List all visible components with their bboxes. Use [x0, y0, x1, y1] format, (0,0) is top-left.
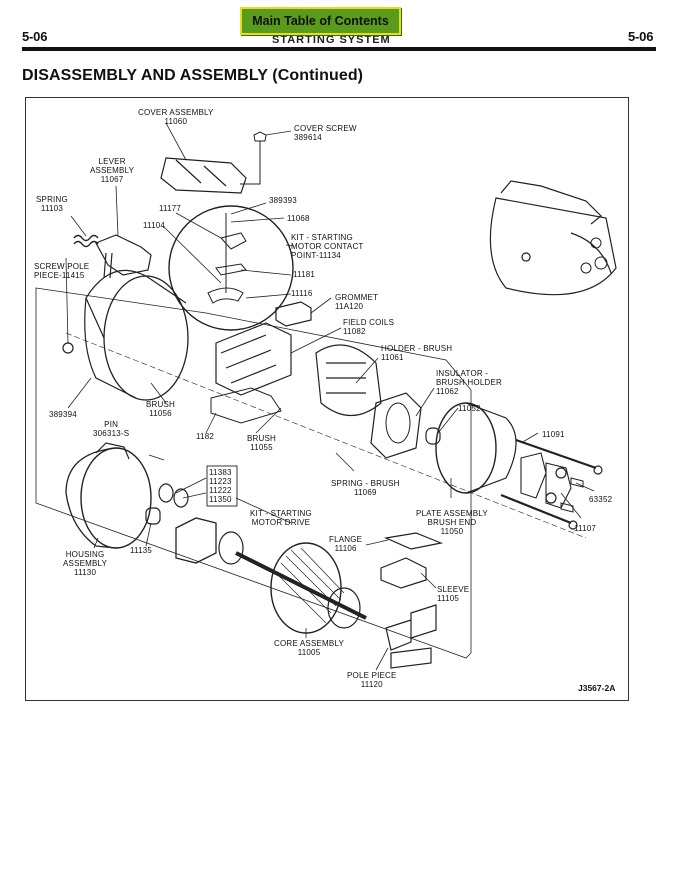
main-table-of-contents-button[interactable]: Main Table of Contents — [240, 7, 401, 35]
cover-screw-part — [240, 131, 267, 185]
exploded-view-diagram: COVER ASSEMBLY 11060 COVER SCREW 389614 … — [25, 97, 629, 701]
label-cover-screw: COVER SCREW 389614 — [294, 124, 357, 142]
assembly-outline — [35, 287, 472, 659]
frame-cylinder-part — [103, 275, 189, 401]
label-11135: 11135 — [130, 546, 153, 555]
label-11052: 11052 — [458, 404, 481, 413]
label-63352: 63352 — [589, 495, 613, 504]
label-holder-brush: HOLDER - BRUSH 11061 — [381, 344, 453, 362]
field-coils-part — [215, 322, 292, 396]
through-bolt — [515, 438, 597, 470]
label-drive-parts: 11383 11223 11222 11350 — [209, 468, 232, 504]
label-389393: 389393 — [269, 196, 297, 205]
label-lever-assembly: LEVER ASSEMBLY 11067 — [90, 157, 135, 184]
label-1182: 1182 — [196, 432, 215, 441]
label-flange: FLANGE 11106 — [329, 535, 363, 553]
label-11091: 11091 — [542, 430, 565, 439]
label-kit-motor-drive: KIT - STARTING MOTOR DRIVE — [250, 509, 312, 527]
contact-kit-circle — [168, 205, 294, 331]
page-number-left: 5-06 — [22, 29, 48, 44]
label-11068: 11068 — [287, 214, 310, 223]
label-insulator-brush-holder: INSULATOR - BRUSH HOLDER 11062 — [436, 369, 502, 396]
label-brush-11055: BRUSH 11055 — [247, 434, 277, 452]
armature-shaft — [235, 551, 367, 620]
figure-id: J3567-2A — [578, 683, 616, 693]
label-screw-pole-piece: SCREW POLE PIECE-11415 — [34, 262, 90, 280]
section-title: DISASSEMBLY AND ASSEMBLY (Continued) — [22, 67, 364, 84]
assembled-starter-illustration — [489, 180, 617, 296]
label-11181: 11181 — [293, 270, 316, 279]
through-bolt — [500, 493, 572, 525]
lever-assembly-part — [95, 234, 152, 279]
brush-holder-part — [315, 344, 382, 416]
screw-pole-piece-part — [62, 342, 74, 354]
label-sleeve: SLEEVE 11105 — [437, 585, 470, 603]
plate-assembly-part — [435, 402, 497, 494]
header-rule — [22, 47, 656, 51]
label-field-coils: FIELD COILS 11082 — [343, 318, 395, 336]
grommet-part — [275, 301, 312, 327]
drive-assembly-part — [175, 517, 217, 564]
label-11116: 11116 — [291, 289, 313, 298]
label-kit-contact-point: KIT - STARTING MOTOR CONTACT POINT-11134 — [291, 233, 364, 260]
pole-piece-part — [385, 604, 437, 669]
label-core-assembly: CORE ASSEMBLY 11005 — [274, 639, 345, 657]
bushing-part — [145, 507, 161, 525]
label-housing-assembly: HOUSING ASSEMBLY 11130 — [63, 550, 108, 577]
label-11107: 11107 — [574, 524, 597, 533]
axis-line — [65, 332, 587, 539]
running-head: STARTING SYSTEM — [272, 34, 391, 46]
sleeve-part — [380, 557, 427, 589]
leader-lines — [65, 122, 595, 671]
cover-assembly-part — [160, 157, 247, 194]
diagram-artwork — [35, 122, 617, 671]
housing-assembly-part — [80, 447, 152, 549]
insulator-part — [370, 392, 422, 459]
flange-part — [383, 532, 444, 550]
label-grommet: GROMMET 11A120 — [335, 293, 379, 311]
label-pin: PIN 306313-S — [93, 420, 130, 438]
label-spring-brush: SPRING - BRUSH 11069 — [331, 479, 400, 497]
label-11177: 11177 — [159, 204, 182, 213]
label-pole-piece: POLE PIECE 11120 — [347, 671, 397, 689]
page-number-right: 5-06 — [628, 29, 654, 44]
label-389394: 389394 — [49, 410, 77, 419]
label-brush-11056: BRUSH 11056 — [146, 400, 176, 418]
contact-parts — [207, 213, 247, 304]
drive-ring — [158, 483, 174, 503]
drive-parts-callout-box — [206, 465, 238, 507]
spring-part — [73, 234, 99, 248]
label-spring-11103: SPRING 11103 — [36, 195, 68, 213]
label-plate-assembly: PLATE ASSEMBLY BRUSH END 11050 — [416, 509, 488, 536]
label-cover-assembly: COVER ASSEMBLY 11060 — [138, 108, 214, 126]
label-11104: 11104 — [143, 221, 166, 230]
